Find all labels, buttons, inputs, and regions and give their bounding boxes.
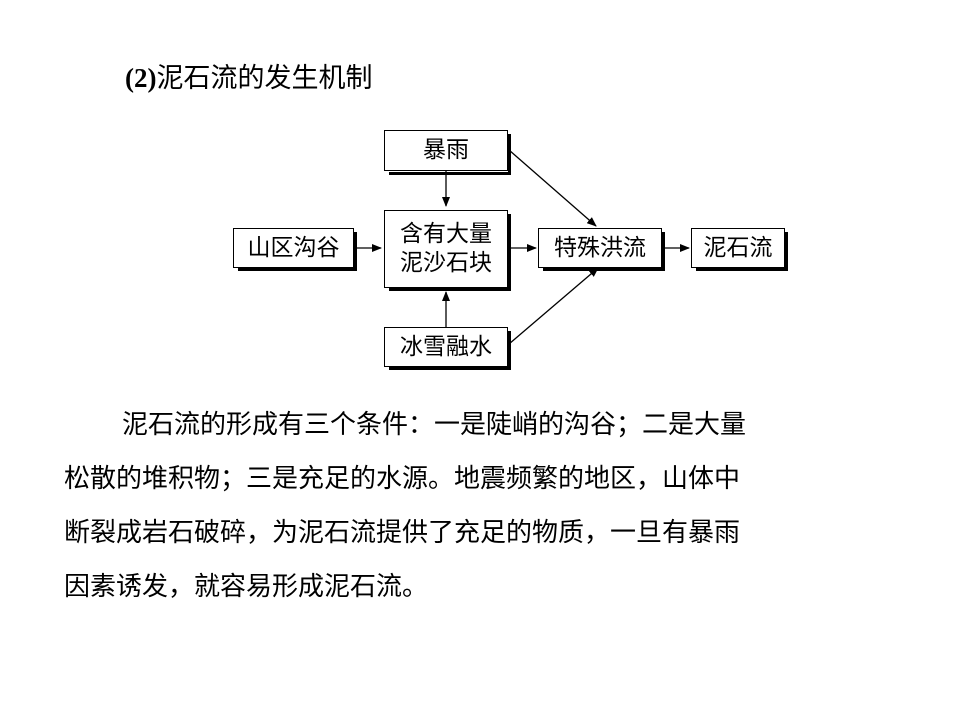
- box-shadow: [508, 214, 511, 291]
- paragraph-line: 断裂成岩石破碎，为泥石流提供了充足的物质，一旦有暴雨: [64, 518, 741, 548]
- node-loose-material-line1: 含有大量: [400, 221, 492, 247]
- node-loose-material-line2: 泥沙石块: [400, 250, 492, 276]
- node-special-flood: 特殊洪流: [538, 228, 662, 268]
- box-shadow: [508, 331, 511, 370]
- node-rainstorm-label: 暴雨: [423, 137, 469, 163]
- box-shadow: [662, 232, 665, 271]
- paragraph-line: 松散的堆积物；三是充足的水源。地震频繁的地区，山体中: [64, 464, 741, 494]
- node-debris-flow-label: 泥石流: [703, 234, 773, 261]
- arrow-snowmelt-to-flood: [508, 267, 599, 345]
- box-shadow: [389, 367, 511, 370]
- explanation-paragraph: 泥石流的形成有三个条件：一是陡峭的沟谷；二是大量 松散的堆积物；三是充足的水源。…: [64, 398, 904, 614]
- section-heading: (2)泥石流的发生机制: [125, 58, 372, 99]
- node-mountain-valley-label: 山区沟谷: [247, 234, 340, 261]
- node-loose-material: 含有大量 泥沙石块: [384, 210, 508, 288]
- box-shadow: [354, 232, 357, 271]
- arrow-rainstorm-to-flood: [508, 149, 597, 227]
- box-shadow: [389, 288, 511, 291]
- paragraph-line: 泥石流的形成有三个条件：一是陡峭的沟谷；二是大量: [122, 410, 747, 440]
- box-shadow: [238, 268, 357, 271]
- node-mountain-valley: 山区沟谷: [233, 228, 354, 268]
- section-title: 泥石流的发生机制: [156, 63, 373, 94]
- node-special-flood-label: 特殊洪流: [554, 234, 646, 261]
- node-snowmelt-label: 冰雪融水: [400, 333, 492, 360]
- box-shadow: [696, 268, 788, 271]
- box-shadow: [508, 134, 511, 175]
- box-shadow: [785, 232, 788, 271]
- section-number: (2): [125, 63, 157, 93]
- paragraph-line: 因素诱发，就容易形成泥石流。: [64, 572, 429, 602]
- node-rainstorm: 暴雨: [384, 130, 508, 171]
- node-debris-flow: 泥石流: [691, 228, 785, 268]
- box-shadow: [389, 172, 511, 175]
- box-shadow: [543, 268, 665, 271]
- node-snowmelt: 冰雪融水: [384, 327, 508, 367]
